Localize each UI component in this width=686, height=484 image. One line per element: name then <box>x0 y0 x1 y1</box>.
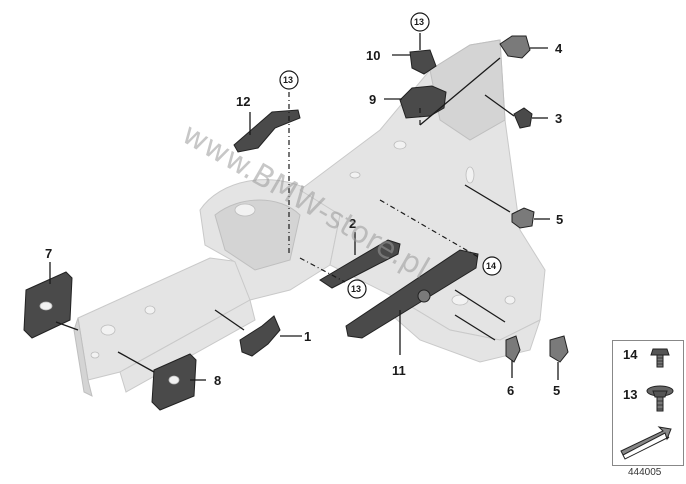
callout-4: 4 <box>555 41 563 56</box>
circled-ref-13-left: 13 <box>279 70 299 90</box>
fastener-legend: 14 13 <box>612 340 684 466</box>
callout-7: 7 <box>45 246 52 261</box>
orientation-arrow-icon <box>620 426 672 460</box>
bolt-icon <box>650 348 670 368</box>
part-1-bracket <box>239 315 281 357</box>
part-4-clip <box>499 35 531 59</box>
part-7-hole <box>39 301 53 311</box>
part-5-clip-lower <box>549 335 569 363</box>
part-3-nut <box>513 107 533 129</box>
callout-1: 1 <box>304 329 311 344</box>
callout-8: 8 <box>214 373 221 388</box>
part-10-bracket <box>409 49 437 75</box>
callout-5-lower: 5 <box>553 383 560 398</box>
part-12-bracket <box>233 109 301 153</box>
legend-label-13: 13 <box>623 387 638 402</box>
callout-10: 10 <box>366 48 380 63</box>
part-11-boss <box>417 289 431 303</box>
callout-9: 9 <box>369 92 376 107</box>
callout-5-upper: 5 <box>556 212 563 227</box>
svg-text:14: 14 <box>486 261 496 271</box>
part-8-hole <box>168 375 180 385</box>
callout-11: 11 <box>392 363 406 378</box>
circled-ref-13-top: 13 <box>410 12 430 32</box>
part-6-clip <box>505 335 521 363</box>
part-9-bracket <box>399 85 447 119</box>
part-2-strut <box>319 239 401 289</box>
circled-ref-13-middle: 13 <box>347 279 367 299</box>
svg-text:13: 13 <box>414 17 424 27</box>
callout-2: 2 <box>349 216 356 231</box>
diagram-number: 444005 <box>628 467 662 478</box>
collar-bolt-icon <box>646 385 674 412</box>
svg-text:13: 13 <box>351 284 361 294</box>
leader-lines <box>49 33 559 381</box>
part-5-clip-upper <box>511 207 535 229</box>
circled-ref-14: 14 <box>482 256 502 276</box>
callout-3: 3 <box>555 111 562 126</box>
part-11-reinforcement <box>345 249 479 339</box>
dash-dot-lines <box>288 92 481 283</box>
svg-text:13: 13 <box>283 75 293 85</box>
legend-label-14: 14 <box>623 347 638 362</box>
callout-12: 12 <box>236 94 250 109</box>
callout-6: 6 <box>507 383 514 398</box>
